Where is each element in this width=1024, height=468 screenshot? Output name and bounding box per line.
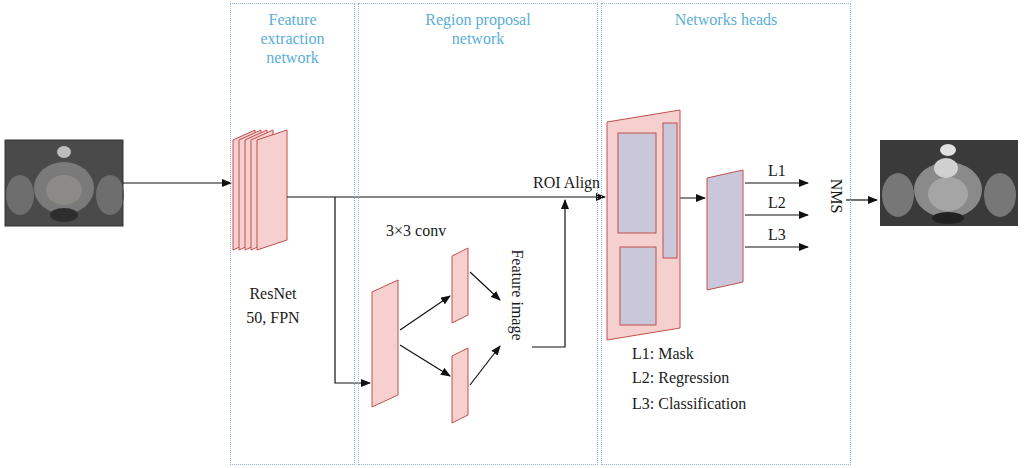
stage-title: Feature extraction network [253, 10, 333, 67]
backbone-label: ResNet 50, FPN [238, 282, 308, 330]
flow-arrows [123, 183, 877, 385]
layer-label: 3×3 conv [386, 222, 446, 240]
stage-title: Networks heads [626, 10, 826, 29]
legend-note: L1: Mask [632, 345, 694, 363]
input-mri-image [5, 140, 124, 226]
rpn-feature-maps [372, 248, 468, 423]
operation-label: ROI Align [533, 174, 600, 192]
feature-label: Feature image [508, 249, 526, 340]
feature-map-stack [233, 130, 287, 250]
loss-label: L3 [768, 226, 786, 244]
stage-title: Region proposal network [408, 10, 548, 48]
loss-label: L2 [768, 194, 786, 212]
output-mri-image [880, 140, 1018, 226]
head-feature-maps [607, 110, 743, 340]
loss-label: L1 [768, 162, 786, 180]
legend-note: L2: Regression [632, 369, 729, 387]
operation-label: NMS [827, 179, 845, 214]
legend-note: L3: Classification [632, 395, 746, 413]
network-stage-panel: Feature extraction network [230, 3, 355, 465]
